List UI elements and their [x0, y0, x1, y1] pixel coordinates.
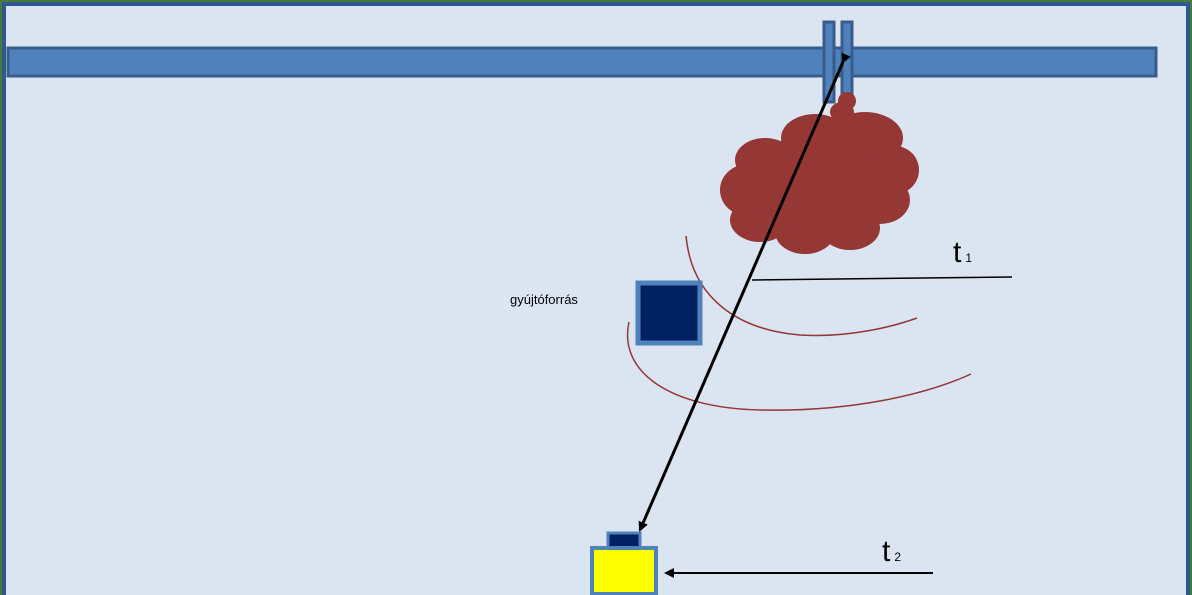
t2-subscript: 2	[894, 550, 901, 564]
gas-detector-icon	[590, 531, 658, 595]
t1-letter: t	[953, 236, 962, 269]
t1-subscript: 1	[965, 251, 972, 265]
flange-left	[822, 20, 836, 104]
ignition-source-icon	[635, 280, 703, 346]
pipe	[6, 46, 1158, 78]
t2-letter: t	[882, 535, 891, 568]
detector-body	[590, 546, 658, 595]
ignition-source-label: gyújtóforrás	[510, 292, 578, 307]
distance-arrow	[638, 52, 851, 532]
flange-right	[840, 20, 854, 104]
